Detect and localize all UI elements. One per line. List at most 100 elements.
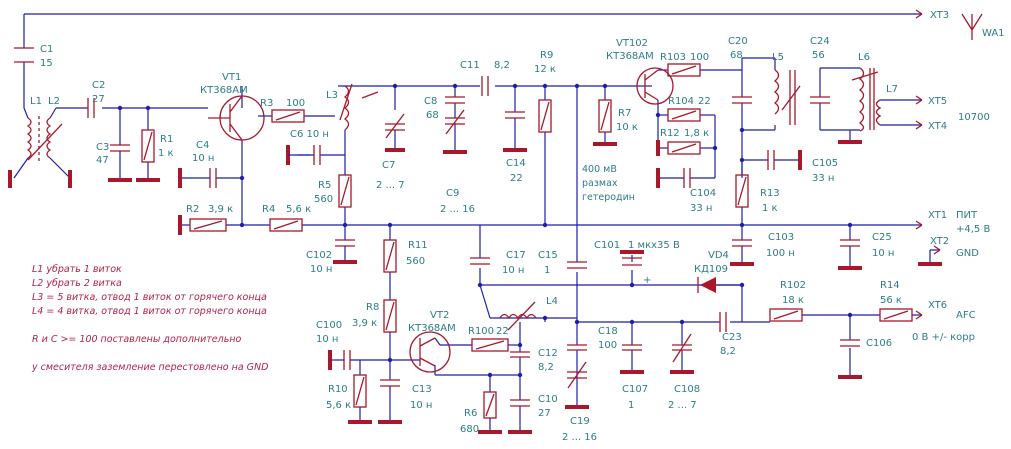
label-c9: C9 (446, 188, 459, 199)
label-c4-value: 10 н (192, 153, 214, 164)
label-c3: C3 (96, 142, 109, 153)
label-r11: R11 (408, 240, 428, 251)
label-c11: C11 (460, 60, 480, 71)
label-c102: C102 (306, 250, 332, 261)
antenna-icon (961, 13, 983, 40)
label-r100-value: 22 (496, 326, 509, 337)
label-r102-value: 18 к (782, 295, 804, 306)
label-xt6: XT6 (928, 300, 947, 311)
label-pit-voltage: +4,5 В (956, 224, 990, 235)
label-r8: R8 (366, 302, 379, 313)
label-c12-value: 8,2 (538, 362, 554, 373)
label-c15-value: 1 (544, 265, 550, 276)
label-vt102-type: КТ368АМ (606, 51, 654, 62)
label-c25-value: 10 н (872, 248, 894, 259)
label-r9-value: 12 к (534, 64, 556, 75)
label-c104-value: 33 н (690, 203, 712, 214)
label-c23: C23 (722, 332, 742, 343)
label-c101-plus: + (643, 275, 651, 286)
label-c11-value: 8,2 (494, 60, 510, 71)
label-c101: C101 (594, 240, 620, 251)
label-c101-value: 1 мкх35 В (628, 240, 680, 251)
junctions (117, 83, 853, 378)
label-c103: C103 (768, 232, 794, 243)
label-r10: R10 (328, 384, 348, 395)
label-xt2: XT2 (930, 236, 949, 247)
notes: L1 убрать 1 виток L2 убрать 2 витка L3 =… (31, 264, 268, 373)
label-l5: L5 (772, 52, 784, 63)
label-c8-value: 68 (426, 110, 439, 121)
label-l1: L1 (30, 96, 42, 107)
label-r100: R100 (468, 326, 494, 337)
label-r7: R7 (618, 108, 631, 119)
label-r102: R102 (780, 280, 806, 291)
label-vt1-type: КТ368АМ (200, 85, 248, 96)
label-vt2-type: КТ368АМ (408, 323, 456, 334)
label-c13-value: 10 н (410, 400, 432, 411)
label-r13-value: 1 к (762, 203, 778, 214)
label-vt2: VT2 (430, 310, 449, 321)
label-xt4: XT4 (928, 121, 947, 132)
label-r13: R13 (760, 188, 780, 199)
label-c7: C7 (382, 160, 395, 171)
label-r10-value: 5,6 к (326, 400, 351, 411)
label-r5: R5 (318, 180, 331, 191)
label-vt1: VT1 (222, 72, 241, 83)
label-vd4: VD4 (708, 250, 729, 261)
label-c14: C14 (506, 158, 526, 169)
label-r103: R103 (660, 52, 686, 63)
label-c103-value: 100 н (766, 248, 795, 259)
label-r104-value: 22 (698, 96, 711, 107)
label-r3: R3 (260, 98, 273, 109)
label-r3-value: 100 (286, 98, 305, 109)
label-c19: C19 (570, 416, 590, 427)
label-gnd: GND (956, 248, 979, 259)
label-osc-level: 400 мВ (582, 164, 617, 175)
label-c14-value: 22 (510, 173, 523, 184)
note-gnd: у смесителя заземление перестовлено на G… (31, 362, 268, 373)
labels: XT3 WA1 C1 15 L1 L2 C2 27 C3 47 R1 1 к V… (30, 10, 1005, 443)
label-l2: L2 (48, 96, 60, 107)
label-c108: C108 (674, 384, 700, 395)
components (8, 9, 983, 434)
label-c102-value: 10 н (310, 264, 332, 275)
label-c7-value: 2 ... 7 (376, 180, 405, 191)
label-c20-value: 68 (730, 50, 743, 61)
label-vt102: VT102 (616, 38, 648, 49)
label-c9-value: 2 ... 16 (440, 204, 475, 215)
label-r8-value: 3,9 к (352, 318, 377, 329)
label-c18-value: 100 (598, 340, 617, 351)
label-afc-voltage: 0 В +/- корр (912, 332, 975, 343)
label-r11-value: 560 (406, 256, 425, 267)
label-c17-value: 10 н (502, 265, 524, 276)
label-r12: R12 (660, 128, 680, 139)
label-osc-name: гетеродин (582, 192, 635, 203)
note-l2: L2 убрать 2 витка (32, 278, 122, 289)
label-r6: R6 (464, 408, 477, 419)
label-c19-value: 2 ... 16 (562, 432, 597, 443)
label-c3-value: 47 (96, 155, 109, 166)
label-c13: C13 (412, 384, 432, 395)
label-r2-value: 3,9 к (208, 204, 233, 215)
label-c10: C10 (538, 394, 558, 405)
label-c17: C17 (506, 250, 526, 261)
label-r4-value: 5,6 к (286, 204, 311, 215)
label-r14-value: 56 к (880, 295, 902, 306)
label-l7: L7 (886, 84, 898, 95)
label-c6: C6 10 н (290, 129, 329, 140)
label-c104: C104 (690, 188, 716, 199)
label-r7-value: 10 к (616, 122, 638, 133)
label-r12-value: 1,8 к (684, 128, 709, 139)
label-wa1: WA1 (982, 28, 1005, 39)
note-l3: L3 = 5 витка, отвод 1 виток от горячего … (32, 292, 267, 303)
label-xt3: XT3 (930, 10, 949, 21)
label-c107: C107 (622, 384, 648, 395)
note-l1: L1 убрать 1 виток (32, 264, 122, 275)
label-r1: R1 (160, 134, 173, 145)
label-afc: AFC (956, 310, 976, 321)
label-r103-value: 100 (690, 52, 709, 63)
label-c25: C25 (872, 232, 892, 243)
label-xt5: XT5 (928, 96, 947, 107)
label-c105-value: 33 н (812, 173, 834, 184)
